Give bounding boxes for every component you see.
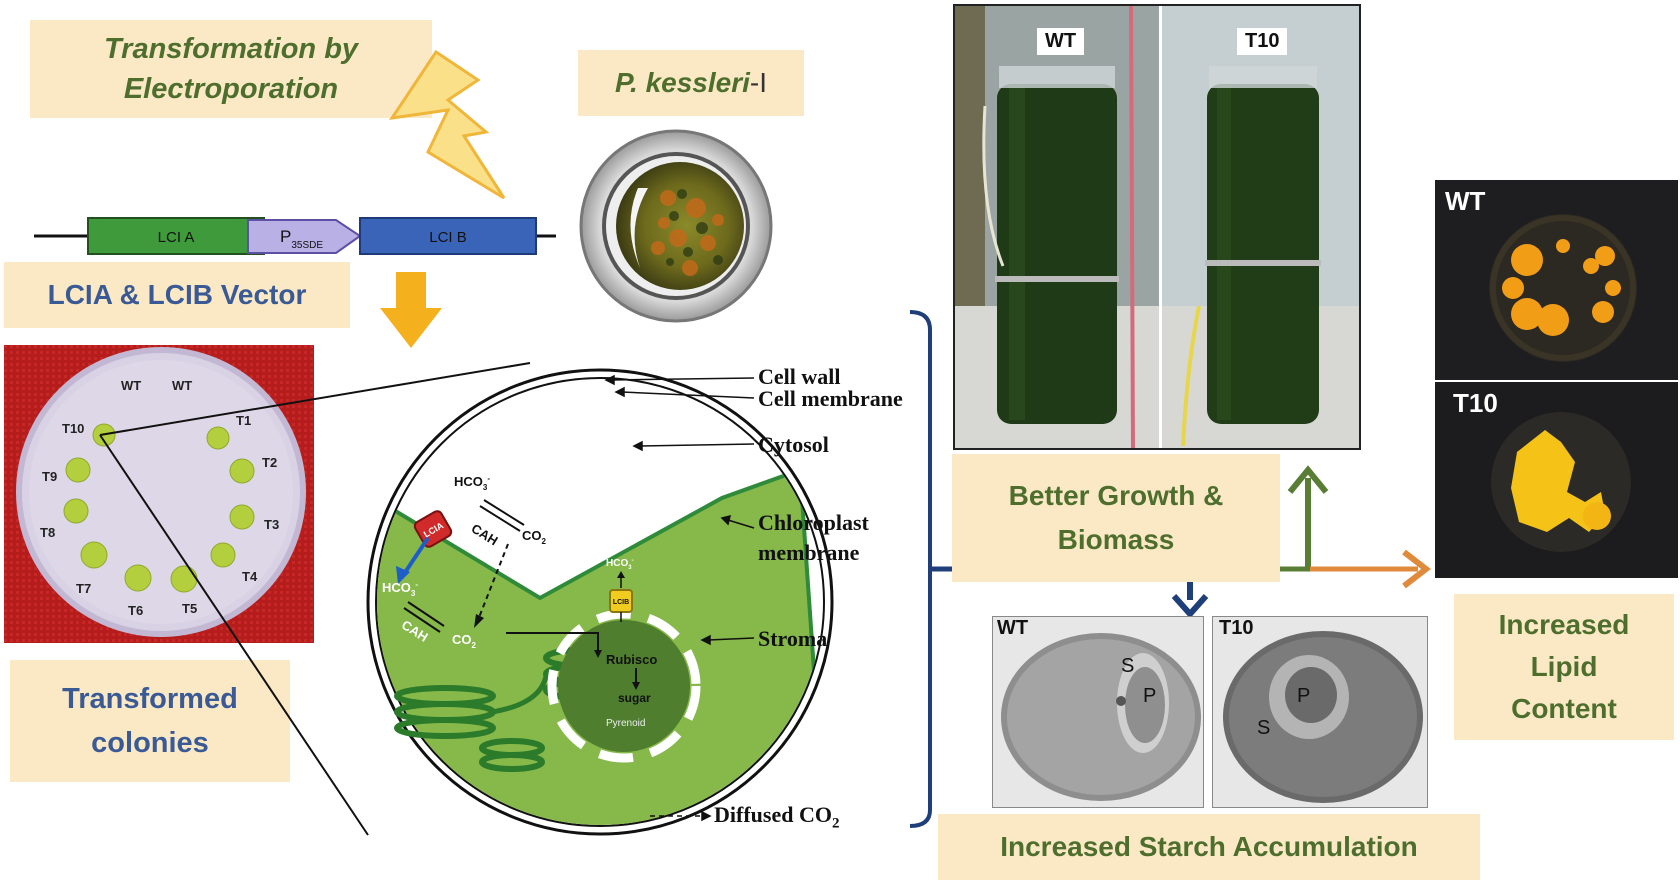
transformation-line1: Transformation by: [103, 33, 359, 65]
plate-label-t9: T9: [42, 469, 58, 484]
lipid-label-t10: T10: [1453, 388, 1498, 418]
lipid-line1: Increased: [1498, 609, 1630, 640]
starch-p-wt: P: [1143, 685, 1157, 707]
label-cell-membrane: Cell membrane: [758, 386, 903, 411]
plate-label-t5: T5: [182, 601, 198, 616]
vector-title-text: LCIA & LCIB Vector: [47, 279, 307, 310]
plate-label-t7: T7: [76, 581, 92, 596]
legend-diffused-co2: Diffused CO2: [714, 802, 840, 832]
transformation-label: Transformation by Electroporation: [30, 20, 432, 118]
photobioreactor-image: WT T10: [953, 4, 1361, 450]
lipid-line2: Lipid: [1530, 651, 1598, 682]
plate-label-wt1: WT: [121, 378, 142, 393]
algae-cell-image: [579, 129, 773, 323]
plate-label-t3: T3: [264, 517, 280, 532]
lipid-image-t10: T10: [1435, 382, 1678, 578]
svg-text:LCIB: LCIB: [613, 599, 629, 606]
down-arrow-icon: [380, 272, 442, 348]
starch-label-t10: T10: [1219, 617, 1254, 639]
promoter-arrow: [247, 219, 362, 254]
gene-lci-a: [87, 217, 265, 255]
starch-label: Increased Starch Accumulation: [938, 814, 1480, 880]
plate-label-t6: T6: [128, 603, 144, 618]
strain-label: P. kessleri-I: [578, 50, 804, 116]
transformation-line2: Electroporation: [123, 73, 339, 105]
svg-text:HCO3-: HCO3-: [382, 580, 418, 598]
colonies-label: Transformed colonies: [10, 660, 290, 782]
starch-label-wt: WT: [997, 617, 1029, 639]
reactor-label-wt: WT: [1037, 28, 1085, 55]
promoter-label: P35SDE: [280, 227, 323, 251]
lightning-bolt-icon: [388, 49, 506, 200]
plate-label-t10: T10: [62, 421, 85, 436]
svg-text:Rubisco: Rubisco: [606, 652, 657, 667]
lipid-line3: Content: [1511, 693, 1617, 724]
colonies-line1: Transformed: [62, 683, 238, 715]
label-cell-wall: Cell wall: [758, 364, 841, 389]
colonies-line2: colonies: [91, 727, 209, 759]
plate-label-wt2: WT: [172, 378, 193, 393]
lipid-image-wt: WT: [1435, 180, 1678, 380]
label-chloroplast-membrane: membrane: [758, 540, 860, 565]
svg-text:HCO3-: HCO3-: [606, 558, 634, 571]
starch-image-t10: T10 S P: [1212, 616, 1428, 808]
svg-text:CO2: CO2: [452, 632, 477, 650]
starch-image-wt: WT S P: [992, 616, 1204, 808]
plate-label-t1: T1: [236, 413, 252, 428]
growth-line2: Biomass: [1057, 524, 1175, 555]
lcia-transporter: LCIA: [413, 510, 453, 548]
plate-label-t4: T4: [242, 569, 258, 584]
growth-label: Better Growth & Biomass: [952, 454, 1280, 582]
lipid-label: Increased Lipid Content: [1454, 594, 1674, 740]
svg-text:CO2: CO2: [522, 528, 547, 546]
strain-name: P. kessleri: [614, 67, 750, 98]
label-stroma: Stroma: [758, 626, 828, 651]
svg-text:sugar: sugar: [618, 691, 651, 705]
reactor-label-t10: T10: [1237, 28, 1288, 55]
starch-s-t10: S: [1257, 717, 1271, 739]
svg-text:Pyrenoid: Pyrenoid: [606, 718, 645, 729]
gene-lci-a-label: LCI A: [158, 229, 195, 246]
starch-s-wt: S: [1121, 655, 1135, 677]
vector-title: LCIA & LCIB Vector: [4, 262, 350, 328]
plate-label-t2: T2: [262, 455, 278, 470]
gene-lci-b: [359, 217, 537, 255]
starch-p-t10: P: [1297, 685, 1311, 707]
growth-line1: Better Growth &: [1008, 480, 1224, 511]
svg-text:HCO3-: HCO3-: [454, 474, 490, 492]
pyrenoid: [558, 620, 690, 752]
plate-label-t8: T8: [40, 525, 56, 540]
starch-label-text: Increased Starch Accumulation: [1000, 831, 1418, 862]
gene-lci-b-label: LCI B: [429, 229, 467, 246]
label-cytosol: Cytosol: [758, 432, 829, 457]
petri-plate-image: WT WT T1 T2 T3 T4 T5 T6 T7 T8 T9 T10: [4, 345, 314, 643]
label-chloroplast: Chloroplast: [758, 510, 869, 535]
vector-construct: LCI A P35SDE LCI B: [34, 217, 556, 255]
lipid-label-wt: WT: [1445, 186, 1486, 216]
strain-suffix: -I: [749, 67, 768, 98]
